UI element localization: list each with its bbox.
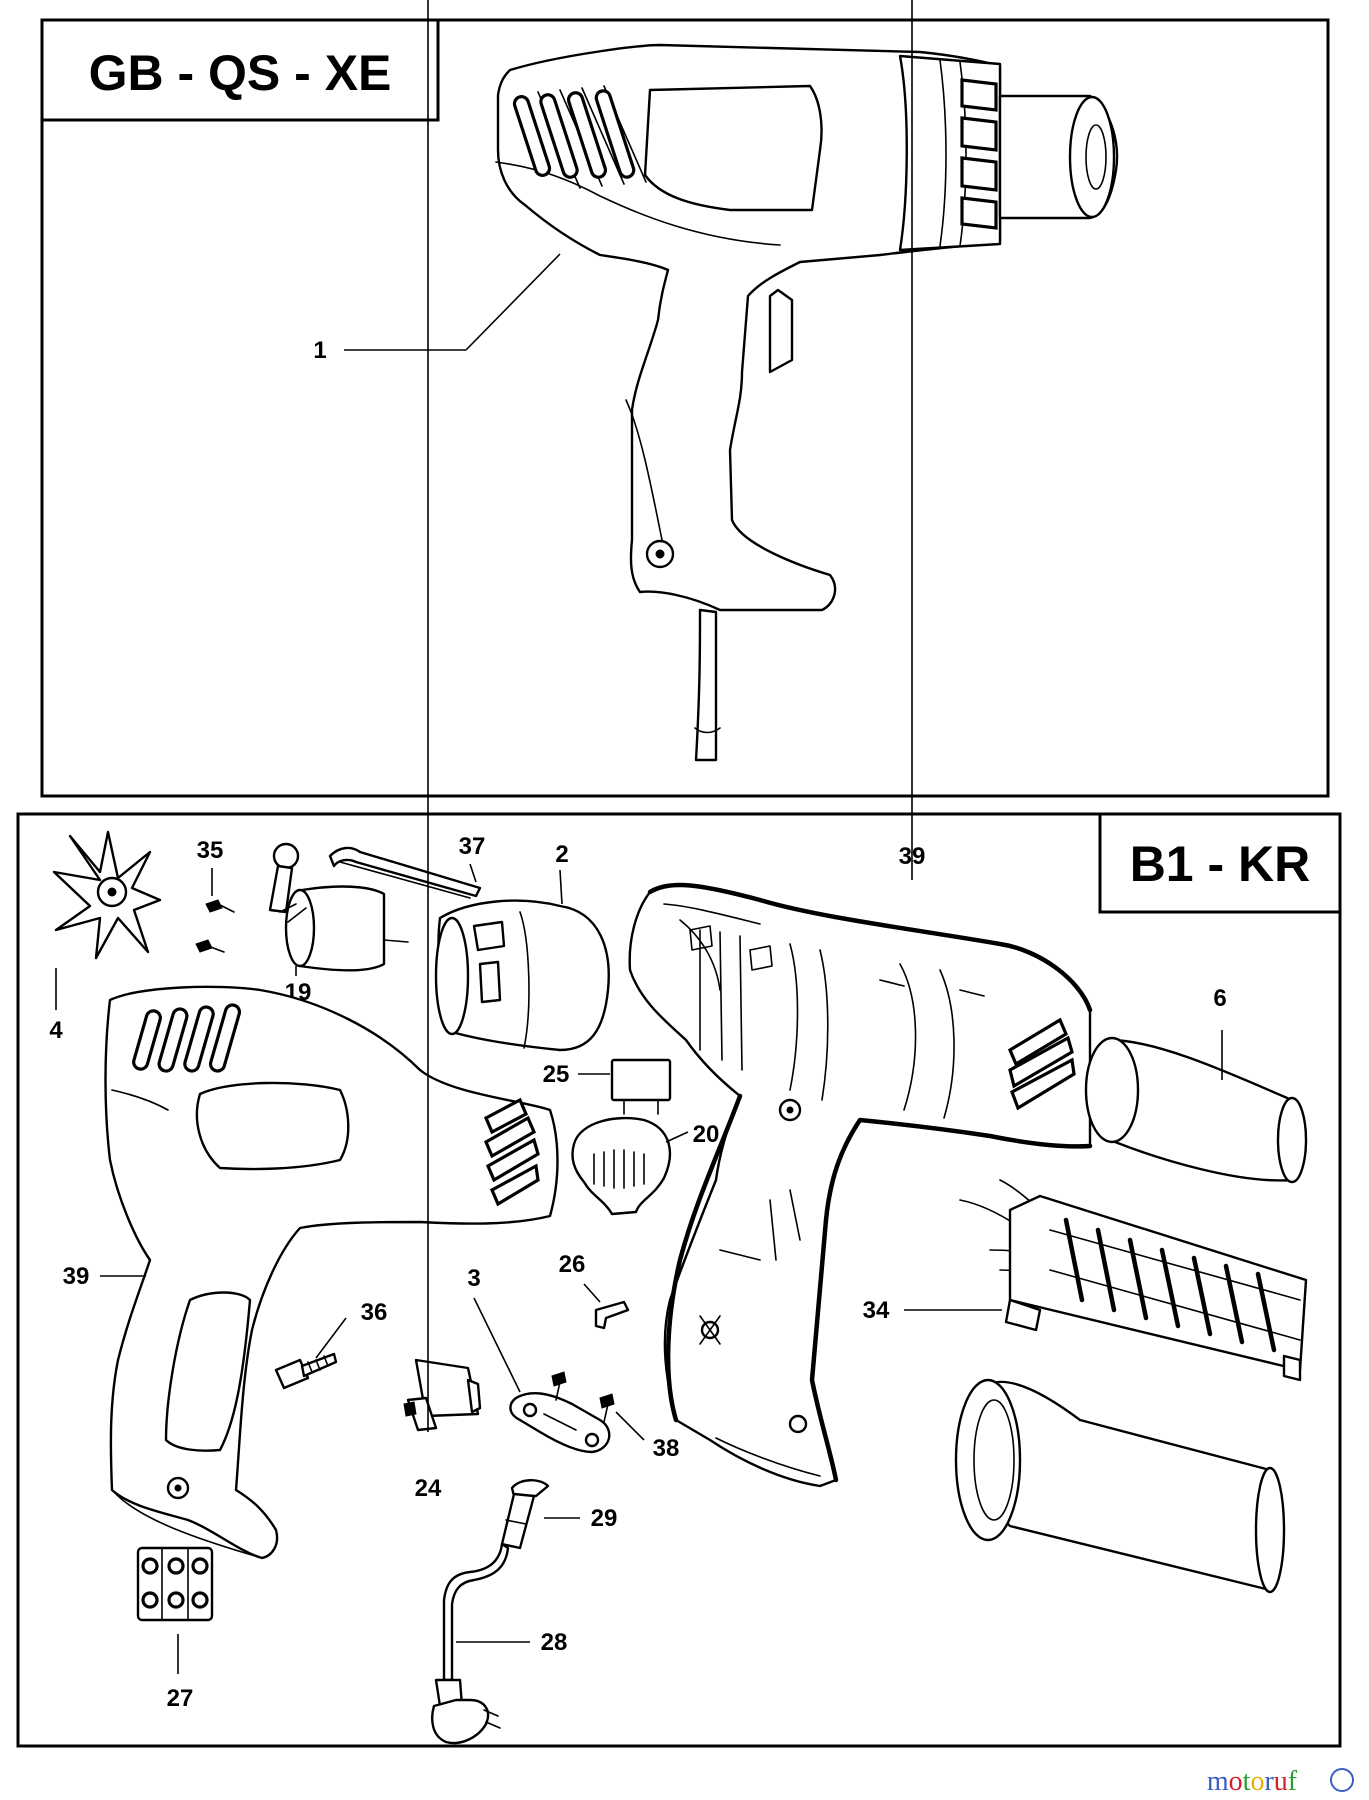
callout-36: 36: [361, 1299, 388, 1326]
panel-bottom: B1 - KR 4 35 19: [16, 0, 1342, 1748]
panel-bottom-frame: [16, 812, 1342, 1748]
callout-20: 20: [693, 1121, 720, 1148]
part-29-grommet: [500, 1479, 550, 1550]
callout-37: 37: [459, 833, 486, 860]
callout-29: 29: [591, 1505, 618, 1532]
callout-34: 34: [863, 1297, 890, 1324]
wm-letter-1: m: [1207, 1766, 1229, 1797]
assembled-heat-gun: [495, 43, 1119, 762]
part-4-fan: [52, 830, 162, 960]
wm-letter-5: r: [1264, 1766, 1274, 1797]
callout-6: 6: [1213, 985, 1226, 1012]
callout-39-top: 39: [899, 843, 926, 870]
wm-letter-7: f: [1288, 1766, 1298, 1797]
part-38-screws: [551, 1371, 615, 1423]
heater-coils: [1049, 1217, 1301, 1353]
callout-25: 25: [543, 1061, 570, 1088]
part-20-disk: [571, 1116, 672, 1216]
part-28-cord: [431, 1542, 510, 1745]
callout-27: 27: [167, 1685, 194, 1712]
panel-top-title-box: [40, 18, 440, 122]
part-37-clip: [328, 846, 482, 899]
part-3-clamp: [509, 1392, 611, 1454]
wm-letter-3: t: [1243, 1766, 1251, 1797]
panel-bottom-title: B1 - KR: [1130, 836, 1311, 892]
callout-26: 26: [559, 1251, 586, 1278]
wm-letter-2: o: [1229, 1766, 1243, 1797]
panel-bottom-title-box: [1098, 812, 1342, 914]
callout-38: 38: [653, 1435, 680, 1462]
part-26-bracket: [594, 1300, 630, 1330]
callout-35: 35: [197, 837, 224, 864]
callout-4: 4: [49, 1017, 63, 1044]
part-34-heater: [959, 1179, 1308, 1382]
svg-text:motoruf: motoruf: [1207, 1766, 1298, 1797]
leader-1b: [465, 253, 561, 351]
panel-top-title: GB - QS - XE: [89, 45, 392, 101]
callout-1: 1: [313, 337, 326, 364]
watermark-c-icon: [1330, 1768, 1354, 1792]
panel-top: GB - QS - XE: [40, 18, 1330, 798]
panel-top-frame: [40, 18, 1330, 798]
part-39-right-shell: [628, 882, 1093, 1488]
part-6-nozzle: [1084, 1036, 1308, 1184]
wm-letter-6: u: [1274, 1766, 1288, 1797]
callout-28: 28: [541, 1629, 568, 1656]
heater-tube: [954, 1378, 1286, 1594]
callout-3: 3: [467, 1265, 480, 1292]
wm-letter-4: o: [1250, 1766, 1264, 1797]
part-19-motor: [268, 842, 409, 972]
part-25-capacitor: [610, 1058, 672, 1115]
part-24-switch: [403, 1358, 482, 1432]
part-35-screws: [195, 899, 235, 953]
part-39-left-shell: [104, 985, 559, 1560]
part-2-housing: [434, 899, 610, 1052]
watermark-logo: motoruf: [1207, 1766, 1354, 1797]
part-27-terminal: [136, 1546, 214, 1622]
part-36-screw: [274, 1352, 338, 1390]
callout-39-left: 39: [63, 1263, 90, 1290]
callout-2: 2: [555, 841, 568, 868]
callout-24: 24: [415, 1475, 442, 1502]
